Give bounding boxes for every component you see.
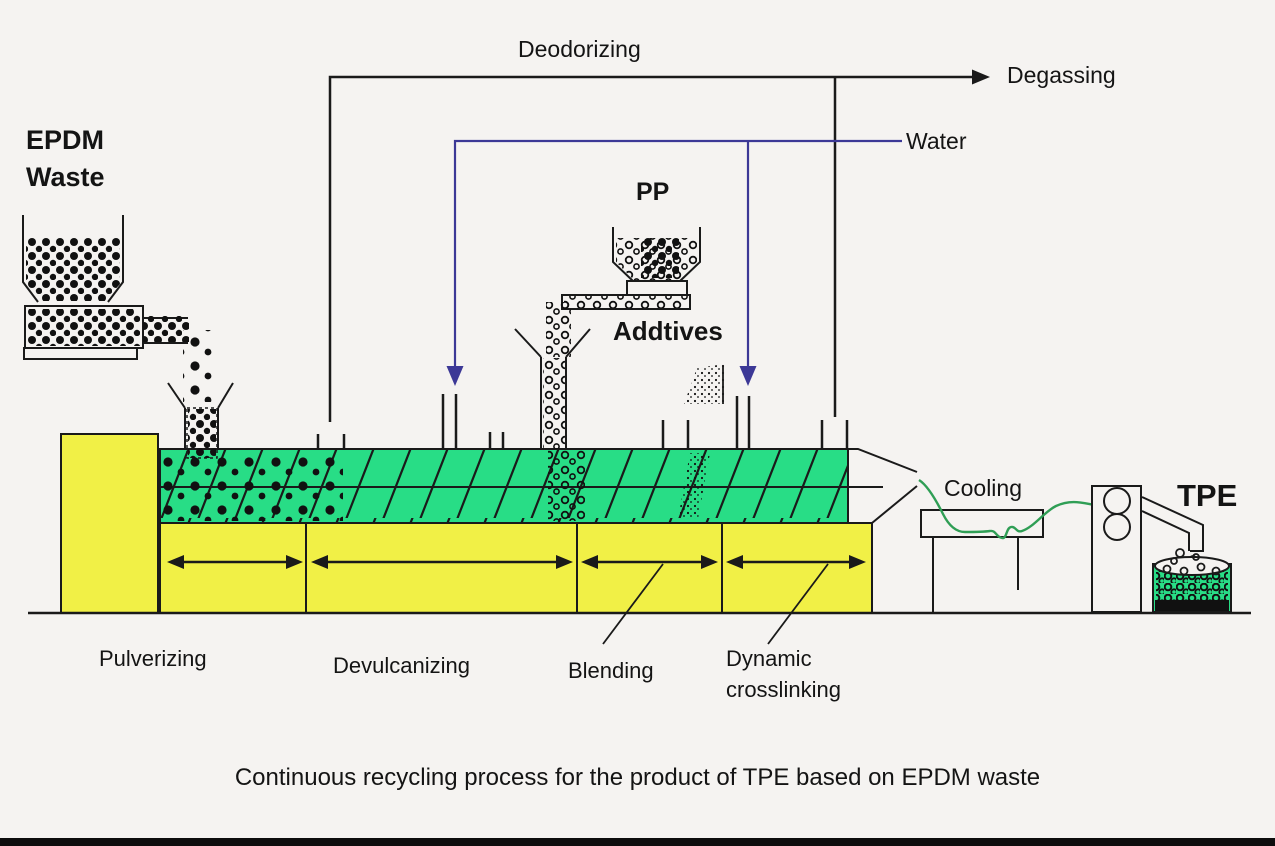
zone-label-blending: Blending	[568, 658, 654, 683]
water-label: Water	[906, 128, 967, 154]
cooling-bath	[920, 509, 1044, 612]
zone-arrows	[167, 555, 866, 569]
water-arrowhead-right	[739, 366, 757, 386]
barrel-ports	[316, 394, 849, 449]
epdm-hopper	[22, 215, 234, 459]
zone-label-leaders	[602, 563, 829, 645]
pp-pellets-in-barrel	[548, 450, 585, 521]
pp-funnel	[514, 328, 591, 358]
deodorizing-label: Deodorizing	[518, 36, 641, 62]
epdm-pellets-in-barrel	[163, 452, 343, 521]
additives-label: Addtives	[613, 316, 723, 346]
roller-top	[1103, 487, 1131, 515]
tpe-label: TPE	[1177, 478, 1238, 513]
tpe-container	[1152, 553, 1232, 613]
pelletizer	[1091, 485, 1209, 613]
water-arrowhead-left	[446, 366, 464, 386]
die-bottom	[871, 485, 918, 524]
additives-in-barrel	[678, 453, 710, 519]
pp-label: PP	[636, 178, 670, 206]
additives-feed	[678, 364, 725, 519]
pp-hopper	[514, 227, 701, 449]
figure-caption: Continuous recycling process for the pro…	[234, 764, 1041, 791]
deodorizing-degassing-line	[328, 69, 990, 422]
epdm-falling-pellets	[183, 330, 215, 402]
extrudate-strand	[918, 478, 1117, 540]
water-line	[446, 139, 902, 386]
motor-block	[60, 433, 159, 614]
bottom-border	[0, 838, 1275, 846]
cooling-label: Cooling	[944, 475, 1022, 501]
roller-bottom	[1103, 513, 1131, 541]
degassing-label: Degassing	[1007, 62, 1116, 88]
die-top	[848, 448, 918, 473]
pellet-chute	[1141, 496, 1204, 552]
zone-blocks	[159, 522, 873, 614]
epdm-funnel	[167, 382, 234, 409]
zone-label-pulverizing: Pulverizing	[99, 646, 207, 671]
pp-falling-pellets	[546, 302, 571, 357]
zone-label-dynamic-crosslinking: Dynamic crosslinking	[726, 646, 841, 702]
epdm-waste-label: EPDM Waste	[26, 125, 105, 192]
zone-label-devulcanizing: Devulcanizing	[333, 653, 470, 678]
degassing-arrowhead	[972, 69, 990, 85]
